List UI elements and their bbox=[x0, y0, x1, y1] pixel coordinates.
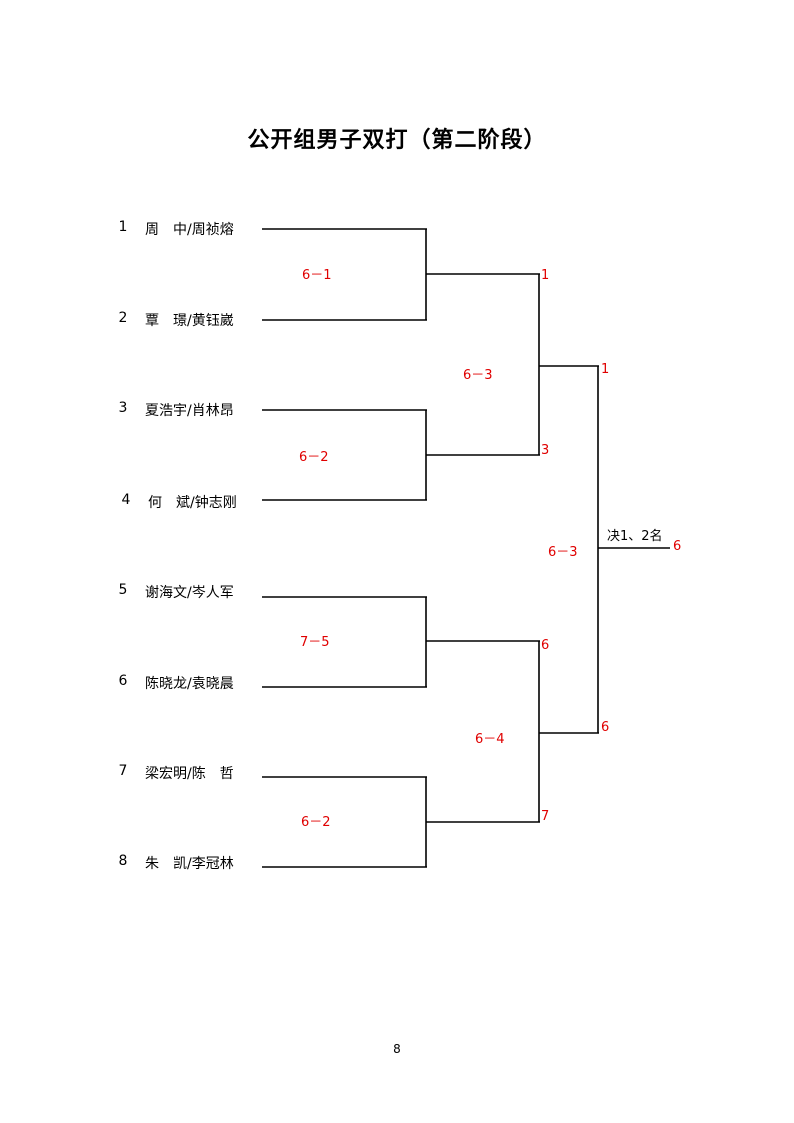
player-name: 梁宏明/陈 哲 bbox=[145, 766, 234, 782]
match-score: 6－4 bbox=[475, 732, 505, 747]
player-name: 何 斌/钟志刚 bbox=[148, 495, 237, 511]
match-score: 6－3 bbox=[463, 368, 493, 383]
player-name: 陈晓龙/袁晓晨 bbox=[145, 676, 234, 692]
player-name: 周 中/周祯熔 bbox=[145, 222, 234, 238]
seed-number: 2 bbox=[118, 310, 128, 326]
match-score: 7－5 bbox=[300, 635, 330, 650]
match-score: 6－2 bbox=[299, 450, 329, 465]
seed-number: 6 bbox=[118, 673, 128, 689]
champion-seed: 6 bbox=[673, 539, 682, 554]
winner-seed: 3 bbox=[541, 443, 550, 458]
player-name: 夏浩宇/肖林昂 bbox=[145, 403, 234, 419]
seed-number: 4 bbox=[121, 492, 131, 508]
player-name: 谢海文/岑人军 bbox=[145, 585, 234, 601]
seed-number: 3 bbox=[118, 400, 128, 416]
winner-seed: 6 bbox=[541, 638, 550, 653]
seed-number: 7 bbox=[118, 763, 128, 779]
seed-number: 8 bbox=[118, 853, 128, 869]
winner-seed: 7 bbox=[541, 809, 550, 824]
page-number: 8 bbox=[393, 1042, 401, 1056]
match-score: 6－1 bbox=[302, 268, 332, 283]
player-name: 朱 凯/李冠林 bbox=[145, 856, 234, 872]
page-title: 公开组男子双打（第二阶段） bbox=[247, 128, 547, 153]
winner-seed: 1 bbox=[541, 268, 550, 283]
winner-seed: 6 bbox=[601, 720, 610, 735]
final-label: 决1、2名 bbox=[607, 529, 663, 544]
seed-number: 1 bbox=[118, 219, 128, 235]
match-score: 6－2 bbox=[301, 815, 331, 830]
seed-number: 5 bbox=[118, 582, 128, 598]
final-score: 6－3 bbox=[548, 545, 578, 560]
winner-seed: 1 bbox=[601, 362, 610, 377]
player-name: 覃 璟/黄钰崴 bbox=[145, 313, 234, 329]
